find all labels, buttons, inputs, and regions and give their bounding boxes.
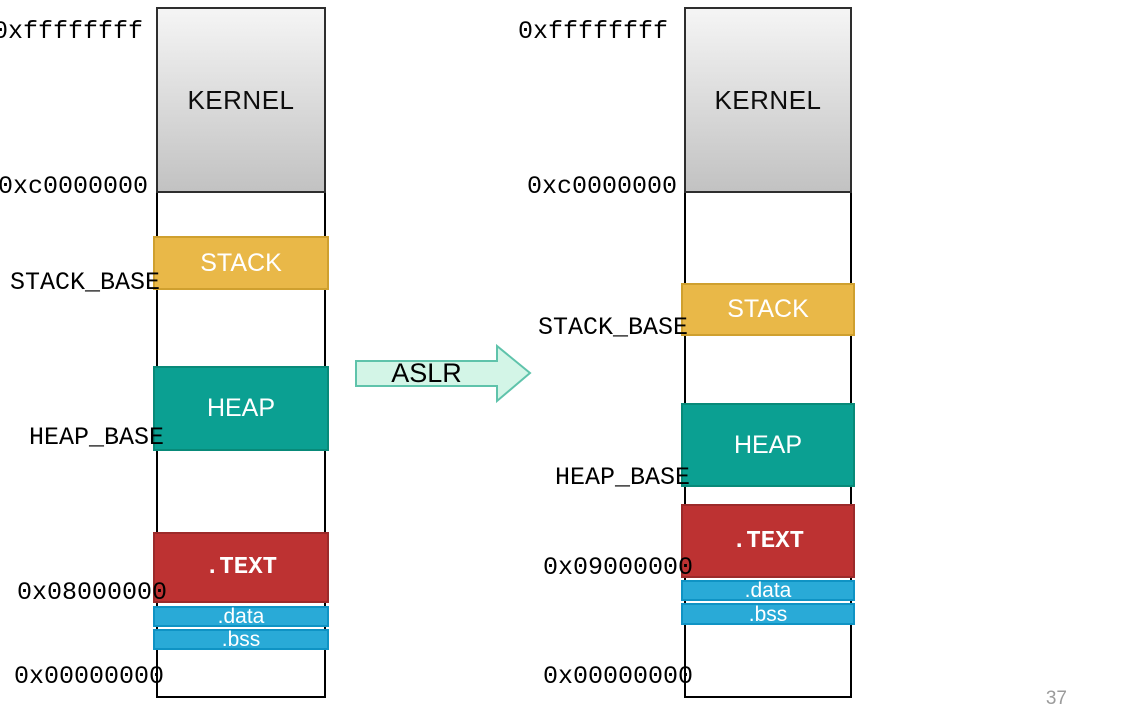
kernel-label-after: KERNEL bbox=[714, 84, 822, 115]
addr-kernel-base-before: 0xc0000000 bbox=[0, 172, 148, 201]
addr-heap-base-after: HEAP_BASE bbox=[554, 463, 690, 492]
bss-segment-before: .bss bbox=[153, 629, 329, 650]
data-segment-before: .data bbox=[153, 606, 329, 627]
data-segment-label-before: .data bbox=[217, 605, 265, 628]
heap-region-before: HEAP bbox=[153, 366, 329, 451]
addr-bottom-before: 0x00000000 bbox=[13, 662, 164, 691]
data-segment-label-after: .data bbox=[744, 579, 792, 602]
text-segment-before: .TEXT bbox=[153, 532, 329, 603]
addr-heap-base-before: HEAP_BASE bbox=[28, 423, 164, 452]
addr-kernel-base-after: 0xc0000000 bbox=[526, 172, 677, 201]
heap-region-after: HEAP bbox=[681, 403, 855, 487]
aslr-arrow-label: ASLR bbox=[391, 358, 462, 388]
bss-segment-after: .bss bbox=[681, 603, 855, 625]
heap-label-before: HEAP bbox=[206, 394, 276, 422]
bss-segment-label-after: .bss bbox=[748, 602, 788, 626]
stack-label-after: STACK bbox=[727, 295, 809, 323]
heap-label-after: HEAP bbox=[733, 430, 803, 459]
bss-segment-label-before: .bss bbox=[221, 628, 261, 651]
text-segment-label-before: .TEXT bbox=[204, 554, 277, 581]
stack-region-before: STACK bbox=[153, 236, 329, 290]
addr-top-after: 0xffffffff bbox=[517, 17, 668, 46]
text-segment-label-after: .TEXT bbox=[731, 527, 804, 555]
slide-page-number: 37 bbox=[1045, 688, 1067, 709]
addr-top-before: 0xffffffff bbox=[0, 17, 143, 46]
kernel-region-after: KERNEL bbox=[684, 7, 852, 193]
stack-region-after: STACK bbox=[681, 283, 855, 336]
addr-text-base-after: 0x09000000 bbox=[542, 553, 693, 582]
aslr-arrow bbox=[355, 343, 532, 404]
stack-label-before: STACK bbox=[200, 248, 282, 277]
aslr-arrow-shape bbox=[355, 343, 532, 404]
addr-text-base-before: 0x08000000 bbox=[16, 578, 167, 607]
kernel-label-before: KERNEL bbox=[187, 84, 295, 115]
addr-stack-base-after: STACK_BASE bbox=[537, 313, 688, 342]
addr-bottom-after: 0x00000000 bbox=[542, 662, 693, 691]
text-segment-after: .TEXT bbox=[681, 504, 855, 578]
addr-stack-base-before: STACK_BASE bbox=[9, 268, 160, 297]
kernel-region-before: KERNEL bbox=[156, 7, 326, 193]
data-segment-after: .data bbox=[681, 580, 855, 601]
